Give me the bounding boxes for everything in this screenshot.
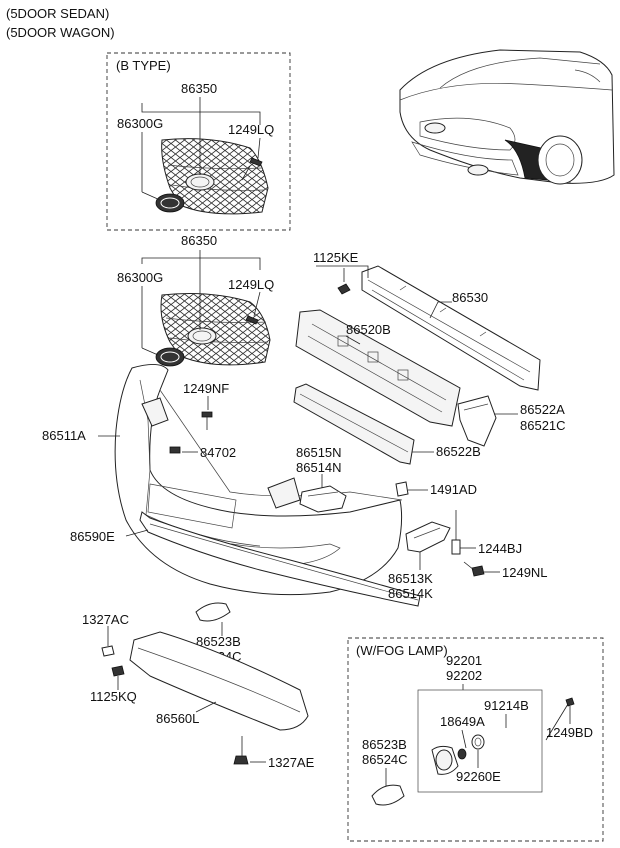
label-86350: 86350 <box>181 233 217 248</box>
label-86523b-left: 86523B <box>196 634 241 649</box>
label-86522a: 86522A <box>520 402 565 417</box>
clip-1244bj <box>451 510 461 555</box>
emblem <box>155 347 185 367</box>
label-86520b: 86520B <box>346 322 391 337</box>
label-86300g: 86300G <box>117 270 163 285</box>
screw-1249bd <box>545 697 575 741</box>
label-86511a: 86511A <box>42 428 86 443</box>
radiator-grille <box>160 293 271 366</box>
label-86524c-right: 86524C <box>362 752 408 767</box>
lower-strip <box>139 511 421 607</box>
label-1125kq: 1125KQ <box>90 689 137 704</box>
label-1244bj: 1244BJ <box>478 541 522 556</box>
label-86523b-right: 86523B <box>362 737 407 752</box>
label-92260e: 92260E <box>456 769 501 784</box>
label-1249lq-b-type: 1249LQ <box>228 122 274 137</box>
label-84702-part <box>169 446 181 454</box>
label-86560l: 86560L <box>156 711 199 726</box>
fog-lamp-assembly-box <box>417 689 543 793</box>
lower-absorber <box>293 383 415 465</box>
label-1249lq: 1249LQ <box>228 277 274 292</box>
fog-lamp-box <box>347 637 604 842</box>
fog-cover-right <box>371 784 405 806</box>
label-84702: 84702 <box>200 445 236 460</box>
label-92201: 92201 <box>446 653 482 668</box>
b-type-box <box>106 52 291 231</box>
label-18649a: 18649A <box>440 714 485 729</box>
energy-absorber <box>295 309 461 427</box>
label-1249bd: 1249BD <box>546 725 593 740</box>
bolt-1249nl <box>463 561 485 577</box>
label-86513k: 86513K <box>388 571 433 586</box>
label-86515n: 86515N <box>296 445 342 460</box>
header-sedan: (5DOOR SEDAN) <box>6 6 109 21</box>
label-1327ae: 1327AE <box>268 755 315 770</box>
fog-cover-left <box>195 602 231 622</box>
bolt-1125kq <box>111 665 125 677</box>
label-1249nl: 1249NL <box>502 565 548 580</box>
header-wagon: (5DOOR WAGON) <box>6 25 115 40</box>
label-86514k: 86514K <box>388 586 433 601</box>
fog-lamp-unit <box>431 745 467 775</box>
label-86514n: 86514N <box>296 460 342 475</box>
label-86300g-b-type: 86300G <box>117 116 163 131</box>
label-86350-b-type: 86350 <box>181 81 217 96</box>
bracket-86515n <box>299 485 347 513</box>
nut-1327ac <box>101 645 115 657</box>
b-type-title: (B TYPE) <box>116 58 171 73</box>
side-bracket <box>457 395 497 447</box>
screw-grille <box>245 315 259 325</box>
bracket-86513k <box>405 521 451 553</box>
emblem-b-type <box>155 193 185 213</box>
bolt-1249nf <box>201 411 213 430</box>
screw-b-type <box>241 157 263 181</box>
label-92202: 92202 <box>446 668 482 683</box>
bolt-1125ke <box>337 268 351 295</box>
b-type-group: (B TYPE) 86350 86300G 1249LQ <box>106 52 291 231</box>
car-illustration <box>399 49 615 185</box>
label-1125ke: 1125KE <box>313 250 359 265</box>
label-86522b: 86522B <box>436 444 481 459</box>
label-86590e: 86590E <box>70 529 115 544</box>
bulb-socket <box>471 734 485 750</box>
nut-1327ae <box>233 736 249 765</box>
label-1491ad: 1491AD <box>430 482 477 497</box>
lower-lip <box>129 631 309 731</box>
label-91214b: 91214B <box>484 698 529 713</box>
clip-1491ad <box>395 481 409 497</box>
label-1249nf: 1249NF <box>183 381 229 396</box>
label-1327ac: 1327AC <box>82 612 129 627</box>
label-86530: 86530 <box>452 290 488 305</box>
bumper-beam <box>361 265 541 391</box>
label-86521c: 86521C <box>520 418 566 433</box>
radiator-grille-b-type <box>161 138 269 215</box>
fog-lamp-group: (W/FOG LAMP) 92201 92202 91214B 18649A 9… <box>347 637 604 842</box>
fog-lamp-title: (W/FOG LAMP) <box>356 643 448 658</box>
